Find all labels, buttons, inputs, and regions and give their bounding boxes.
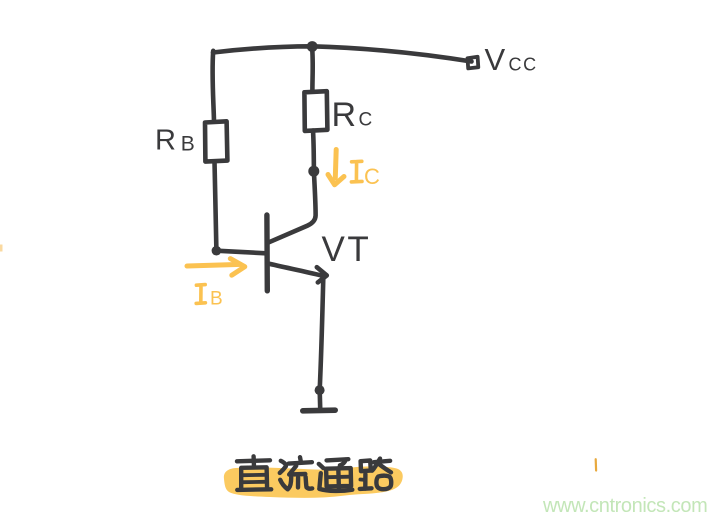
- svg-text:R: R: [332, 96, 357, 134]
- svg-text:C: C: [359, 110, 373, 131]
- svg-text:C: C: [364, 164, 380, 189]
- svg-text:VT: VT: [322, 230, 372, 269]
- svg-text:B: B: [210, 289, 223, 310]
- svg-text:www.cntronics.com: www.cntronics.com: [542, 495, 707, 517]
- svg-text:V: V: [485, 42, 506, 77]
- svg-text:B: B: [181, 133, 195, 156]
- svg-text:R: R: [155, 125, 176, 157]
- svg-text:CC: CC: [509, 55, 538, 75]
